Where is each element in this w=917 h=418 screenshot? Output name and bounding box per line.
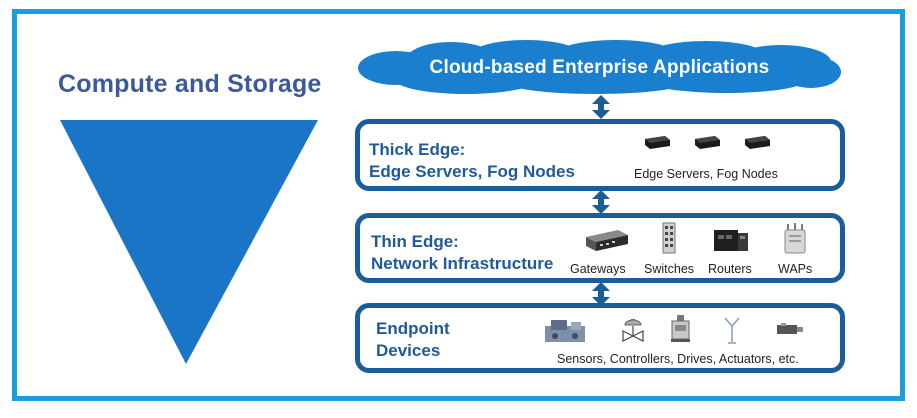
cloud-label: Cloud-based Enterprise Applications	[429, 56, 770, 78]
machine-icon	[545, 320, 585, 342]
double-arrow-icon	[592, 95, 610, 119]
gateway-icon	[586, 230, 628, 251]
endpoint-title: Endpoint Devices	[376, 318, 450, 362]
double-arrow-icon	[592, 190, 610, 214]
endpoint-caption: Sensors, Controllers, Drives, Actuators,…	[557, 352, 799, 366]
thick-edge-title-line1: Thick Edge:	[369, 140, 466, 159]
actuator-icon	[724, 317, 740, 344]
gateways-label: Gateways	[570, 262, 626, 276]
thick-edge-title-line2: Edge Servers, Fog Nodes	[369, 162, 575, 181]
endpoint-title-line1: Endpoint	[376, 319, 450, 338]
cloud-applications: Cloud-based Enterprise Applications	[356, 40, 843, 95]
sensor-icon	[777, 323, 803, 334]
edge-server-icon	[695, 136, 720, 149]
compute-storage-title: Compute and Storage	[58, 70, 322, 98]
double-arrow-icon	[592, 282, 610, 306]
thin-edge-title-line2: Network Infrastructure	[371, 254, 554, 273]
endpoint-title-line2: Devices	[376, 341, 441, 360]
thick-edge-caption: Edge Servers, Fog Nodes	[634, 167, 778, 181]
edge-server-icon	[745, 136, 770, 149]
thin-edge-title: Thin Edge: Network Infrastructure	[371, 231, 553, 275]
routers-label: Routers	[708, 262, 752, 276]
valve-icon	[622, 319, 644, 342]
waps-label: WAPs	[778, 262, 813, 276]
wap-icon	[784, 223, 806, 254]
drive-icon	[671, 315, 690, 342]
thin-edge-box: Thin Edge: Network Infrastructure Gatewa…	[355, 213, 845, 283]
switches-label: Switches	[644, 262, 695, 276]
endpoint-box: Endpoint Devices Sensors, Controllers, D…	[355, 303, 845, 373]
compute-storage-funnel	[60, 120, 318, 364]
thick-edge-title: Thick Edge: Edge Servers, Fog Nodes	[369, 139, 575, 183]
switch-icon	[662, 222, 676, 254]
router-icon	[714, 230, 748, 251]
thick-edge-box: Thick Edge: Edge Servers, Fog Nodes Edge…	[355, 119, 845, 191]
edge-server-icon	[645, 136, 670, 149]
cloud-shape	[358, 40, 841, 94]
thin-edge-title-line1: Thin Edge:	[371, 232, 459, 251]
